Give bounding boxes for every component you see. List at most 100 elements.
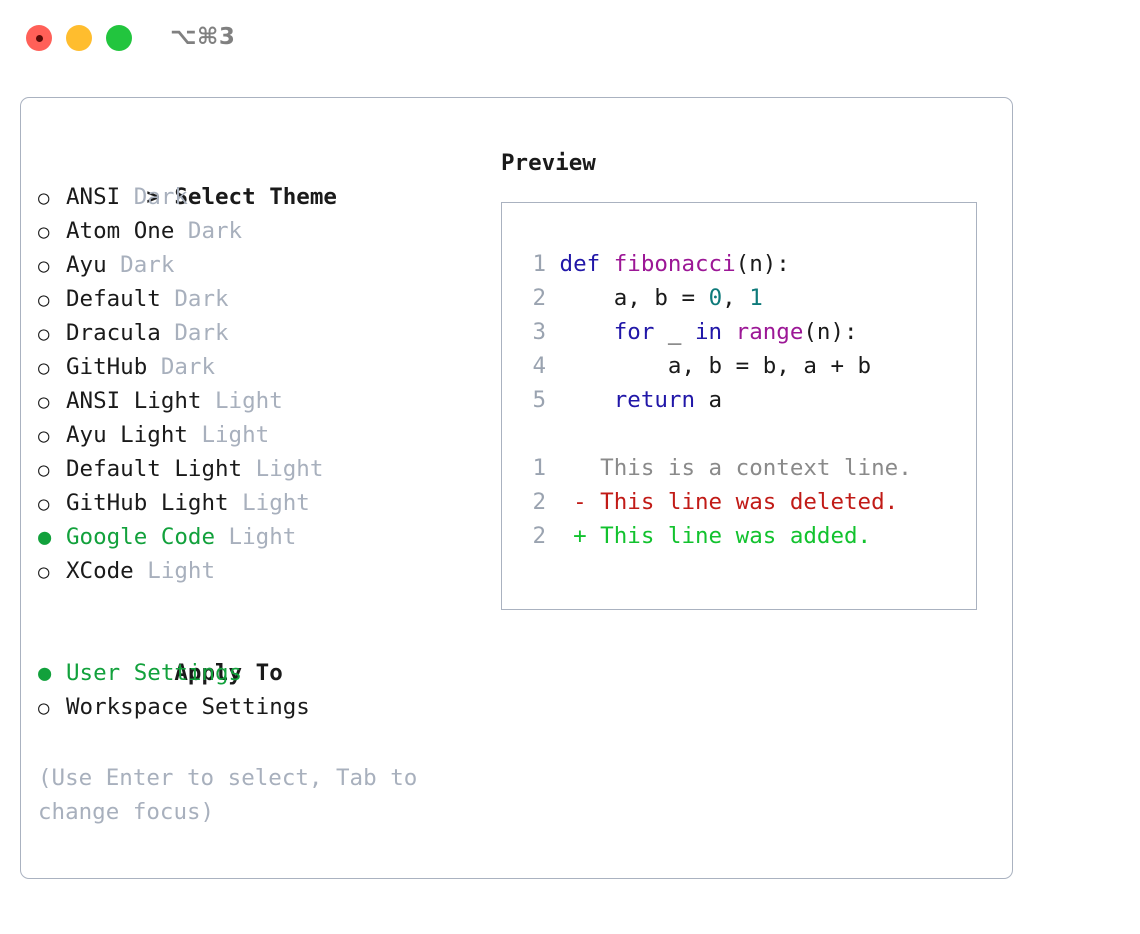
- theme-name-label: ANSI Light: [66, 388, 202, 414]
- diff-line: 2 + This line was added.: [520, 519, 912, 553]
- apply-to-label: Workspace Settings: [66, 694, 310, 720]
- radio-unselected-icon[interactable]: ○: [38, 391, 50, 413]
- radio-unselected-icon[interactable]: ○: [38, 289, 50, 311]
- radio-unselected-icon[interactable]: ○: [38, 425, 50, 447]
- theme-variant-label: Dark: [160, 320, 229, 346]
- code-line: 5 return a: [520, 383, 912, 417]
- code-token: (n):: [735, 251, 790, 277]
- theme-list-item[interactable]: ○ Atom One Dark: [38, 214, 488, 248]
- radio-selected-icon[interactable]: ●: [38, 525, 52, 550]
- theme-variant-label: Dark: [174, 218, 243, 244]
- theme-name-label: XCode: [66, 558, 134, 584]
- radio-unselected-icon[interactable]: ○: [38, 255, 50, 277]
- line-number: 5: [532, 387, 546, 413]
- theme-name-label: Default: [66, 286, 161, 312]
- code-token: _: [654, 319, 696, 345]
- apply-to-label: User Settings: [66, 660, 243, 686]
- theme-list-item[interactable]: ○ Ayu Light Light: [38, 418, 488, 452]
- theme-name-label: Atom One: [66, 218, 175, 244]
- minimize-button[interactable]: [66, 25, 92, 51]
- diff-line: 1 This is a context line.: [520, 451, 911, 485]
- theme-list-item[interactable]: ○ Default Light Light: [38, 452, 488, 486]
- code-token: (n):: [803, 319, 858, 345]
- code-token: def: [559, 251, 601, 277]
- radio-unselected-icon[interactable]: ○: [38, 697, 50, 719]
- code-token: 1: [749, 285, 763, 311]
- radio-unselected-icon[interactable]: ○: [38, 187, 50, 209]
- apply-to-item[interactable]: ○ Workspace Settings: [38, 690, 488, 724]
- code-line: 3 for _ in range(n):: [520, 315, 912, 349]
- theme-name-label: Google Code: [66, 524, 216, 550]
- theme-picker-column: >Select Theme ○ANSI Dark○Atom One Dark○A…: [38, 146, 488, 724]
- line-number: 4: [532, 353, 546, 379]
- theme-variant-label: Light: [215, 524, 297, 550]
- theme-list-item[interactable]: ● Google Code Light: [38, 520, 488, 554]
- line-number: 1: [532, 455, 546, 481]
- theme-name-label: GitHub: [66, 354, 148, 380]
- code-token: for: [613, 319, 655, 345]
- keyboard-shortcut-label: ⌥⌘3: [170, 24, 236, 50]
- apply-to-item[interactable]: ● User Settings: [38, 656, 488, 690]
- theme-list-item[interactable]: ○ANSI Dark: [38, 180, 488, 214]
- code-token: ,: [722, 285, 750, 311]
- keyboard-hint-text: (Use Enter to select, Tab to change focu…: [38, 765, 418, 825]
- radio-unselected-icon[interactable]: ○: [38, 323, 50, 345]
- code-token: range: [735, 319, 804, 345]
- theme-variant-label: Dark: [106, 252, 175, 278]
- theme-list[interactable]: ○ANSI Dark○Atom One Dark○Ayu Dark○Defaul…: [38, 180, 488, 588]
- theme-variant-label: Dark: [120, 184, 188, 210]
- line-number: 2: [532, 489, 546, 515]
- code-line: 2 a, b = 0, 1: [520, 281, 912, 315]
- code-line: 1 def fibonacci(n):: [520, 247, 912, 281]
- theme-variant-label: Light: [201, 388, 283, 414]
- line-number: 3: [532, 319, 546, 345]
- code-token: in: [695, 319, 723, 345]
- theme-name-label: GitHub Light: [66, 490, 229, 516]
- theme-name-label: Ayu Light: [66, 422, 188, 448]
- code-token: [560, 319, 614, 345]
- title-bar: ⌥⌘3: [0, 0, 1140, 78]
- radio-unselected-icon[interactable]: ○: [38, 561, 50, 583]
- theme-variant-label: Light: [242, 456, 324, 482]
- theme-variant-label: Light: [133, 558, 216, 584]
- theme-list-item[interactable]: ○ ANSI Light Light: [38, 384, 488, 418]
- code-token: [600, 251, 614, 277]
- code-diff-separator: [520, 417, 912, 451]
- content-panel: >Select Theme ○ANSI Dark○Atom One Dark○A…: [20, 97, 1013, 879]
- maximize-button[interactable]: [106, 25, 132, 51]
- preview-column: Preview 1 def fibonacci(n):2 a, b = 0, 1…: [501, 146, 991, 610]
- select-theme-heading-label: Select Theme: [174, 184, 337, 210]
- theme-variant-label: Light: [187, 422, 270, 448]
- theme-list-item[interactable]: ○ Dracula Dark: [38, 316, 488, 350]
- radio-unselected-icon[interactable]: ○: [38, 493, 50, 515]
- code-token: a, b =: [559, 285, 709, 311]
- line-number: 1: [532, 251, 546, 277]
- theme-list-item[interactable]: ○ XCode Light: [38, 554, 488, 588]
- theme-list-item[interactable]: ○GitHub Dark: [38, 350, 488, 384]
- code-token: return: [613, 387, 696, 413]
- diff-line: 2 - This line was deleted.: [520, 485, 912, 519]
- diff-line-text: - This line was deleted.: [546, 489, 899, 515]
- theme-list-item[interactable]: ○Default Dark: [38, 282, 488, 316]
- radio-unselected-icon[interactable]: ○: [38, 221, 50, 243]
- radio-unselected-icon[interactable]: ○: [38, 357, 50, 379]
- apply-to-heading: Apply To: [38, 622, 488, 686]
- recording-indicator-dot: [36, 35, 43, 42]
- apply-to-list[interactable]: ● User Settings ○ Workspace Settings: [38, 656, 488, 724]
- theme-list-item[interactable]: ○ Ayu Dark: [38, 248, 488, 282]
- theme-name-label: Dracula: [66, 320, 161, 346]
- code-token: [560, 387, 614, 413]
- radio-selected-icon[interactable]: ●: [38, 661, 52, 686]
- theme-name-label: Ayu: [66, 252, 107, 278]
- apply-to-heading-label: Apply To: [174, 660, 283, 686]
- code-line: 4 a, b = b, a + b: [520, 349, 912, 383]
- select-theme-heading: >Select Theme: [38, 146, 488, 210]
- theme-list-item[interactable]: ○GitHub Light Light: [38, 486, 488, 520]
- theme-name-label: Default Light: [66, 456, 243, 482]
- preview-title: Preview: [501, 150, 596, 176]
- diff-line-text: + This line was added.: [546, 523, 872, 549]
- code-token: fibonacci: [613, 251, 736, 277]
- radio-unselected-icon[interactable]: ○: [38, 459, 50, 481]
